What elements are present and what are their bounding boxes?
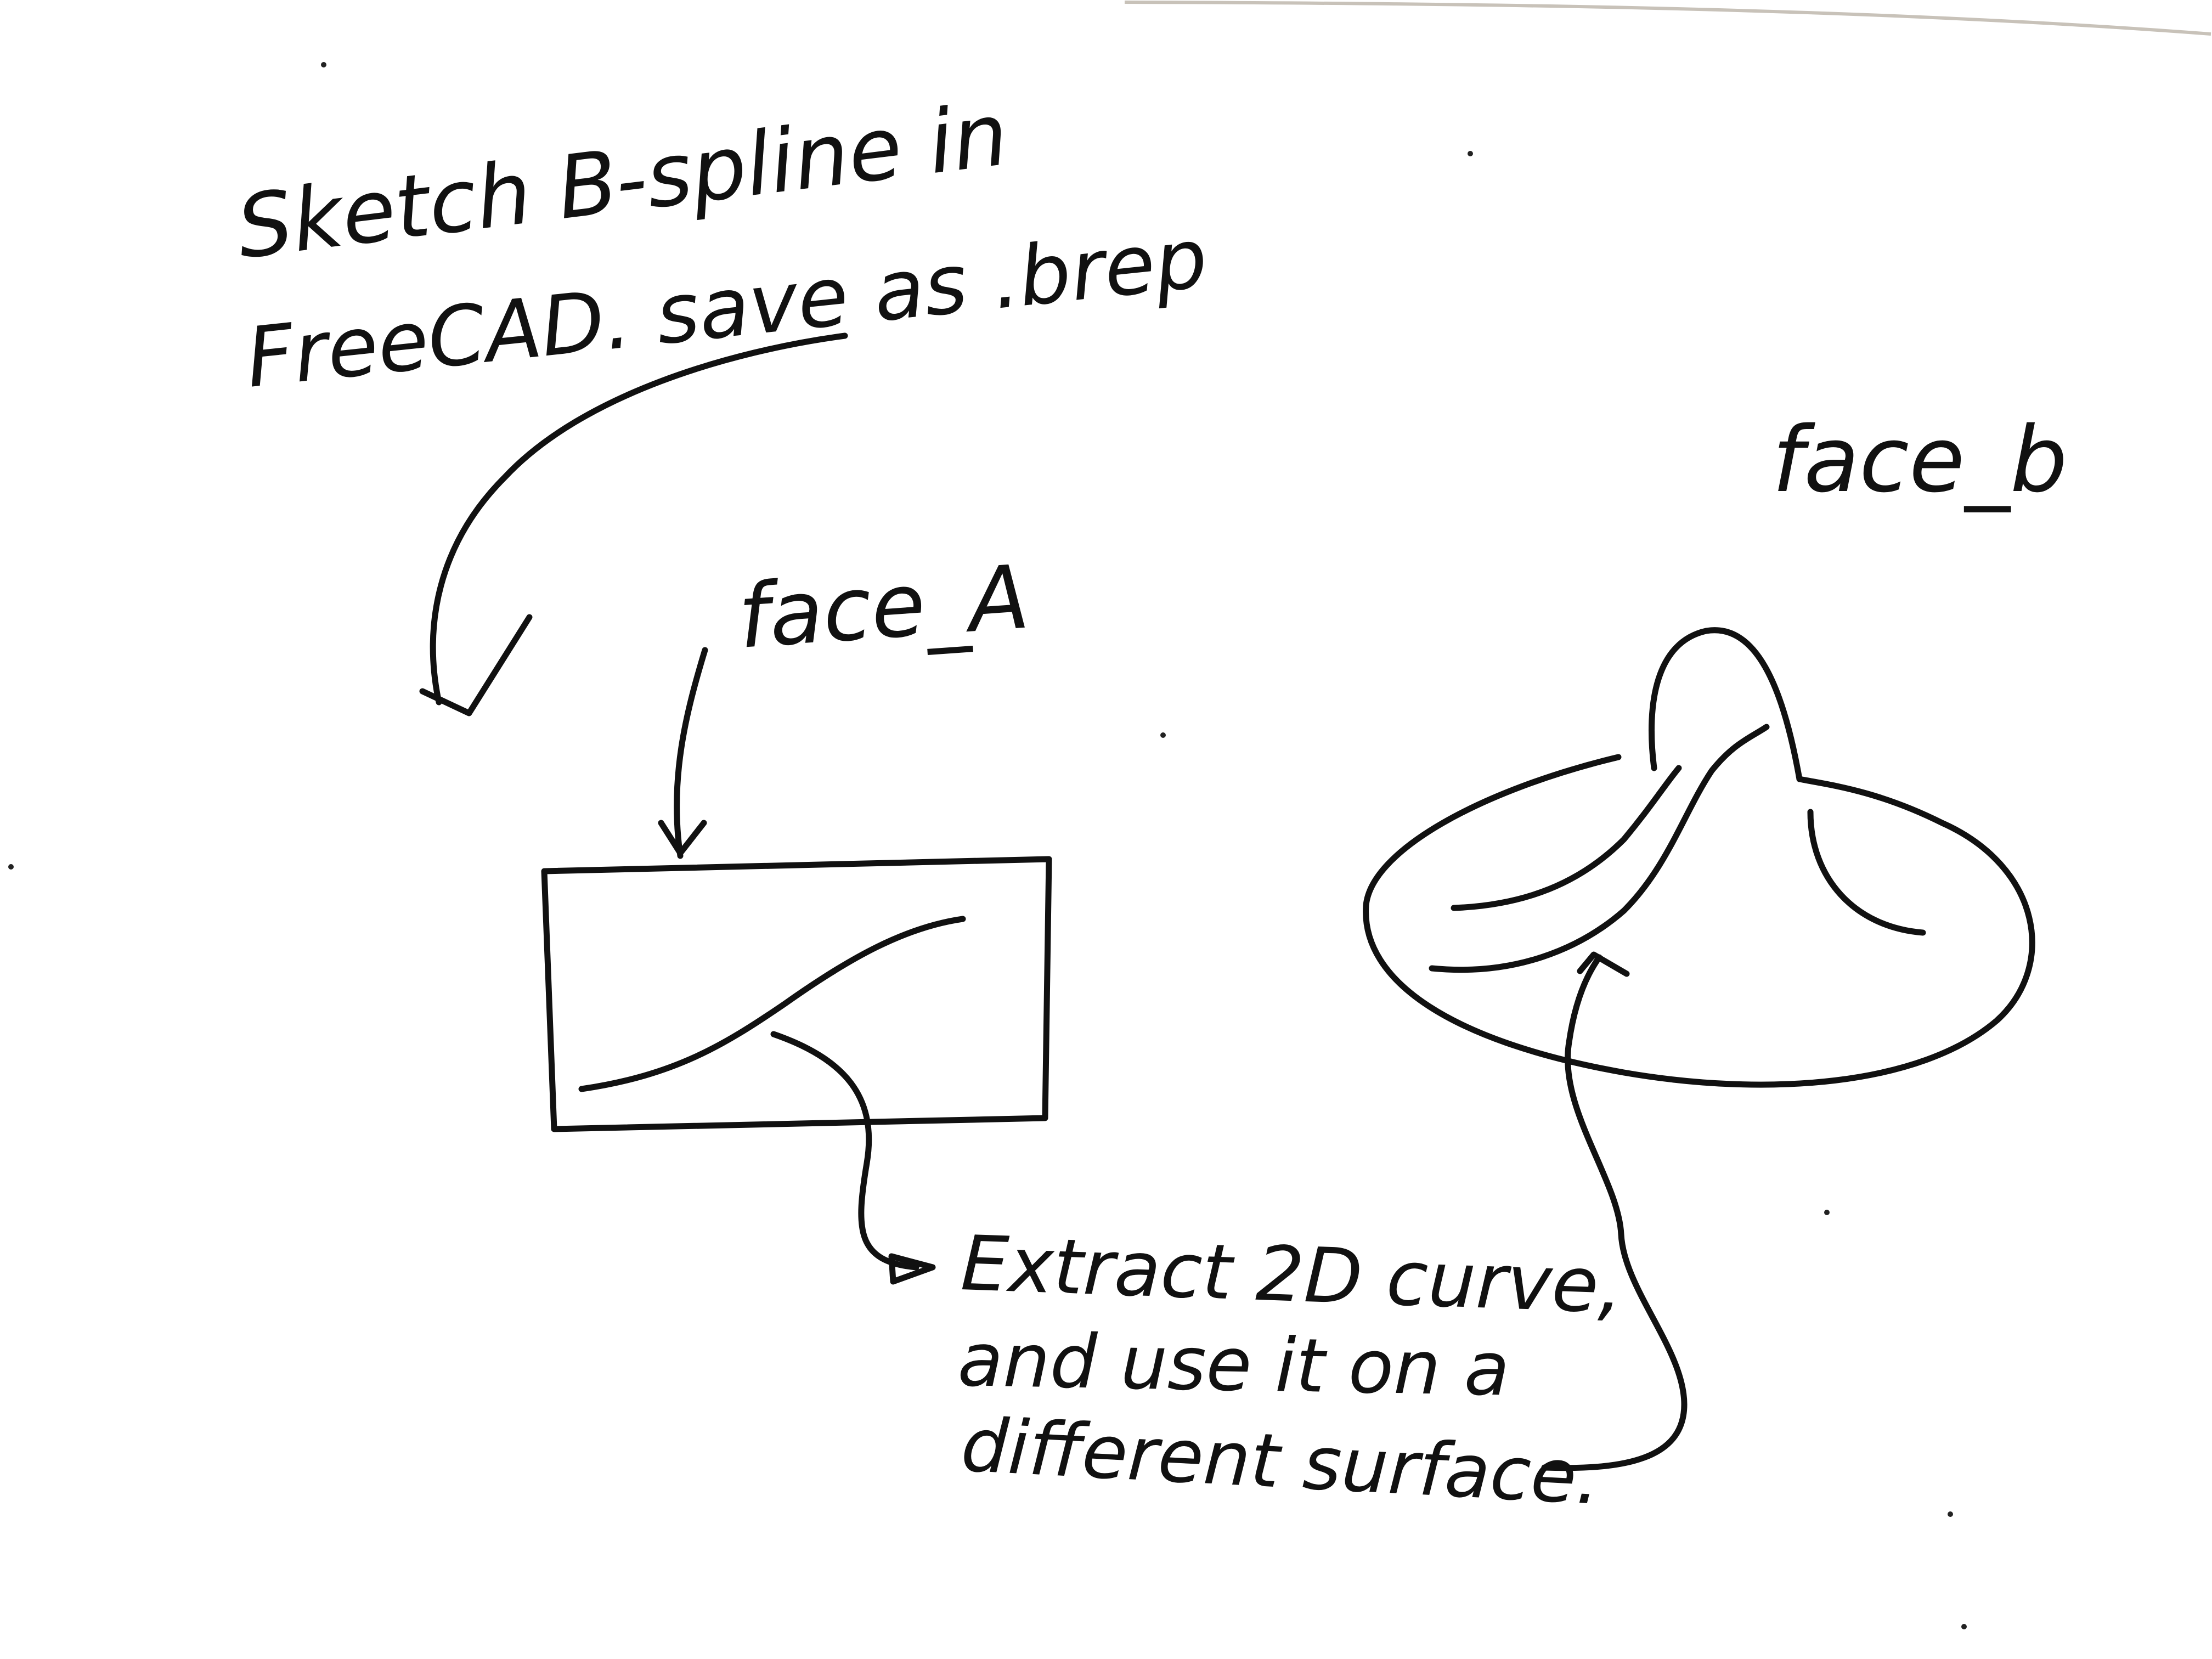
label-face-b: face_b [1772,407,2068,512]
speck [8,864,14,870]
arrow-note-to-rectangle [430,332,848,706]
arrow-note-to-face-b [1541,954,1688,1471]
note-bottom-line3: different surface. [959,1402,1602,1521]
arrowhead-note [888,1253,936,1285]
arrowhead-left [419,614,533,716]
face-b-inner-left [1451,765,1682,911]
note-bottom-line2: and use it on a [957,1317,1510,1413]
face-b-inner-right [1807,809,1926,936]
arrowhead-face-a [658,820,707,856]
note-bottom-line1: Extract 2D curve, [960,1219,1624,1330]
speck [1961,1624,1967,1629]
arrowhead-face-b [1577,951,1630,977]
paper-edge [1124,1,2211,36]
speck [1160,732,1166,738]
speck [1824,1210,1830,1215]
face-a-rectangle [541,856,1052,1132]
speck [1468,151,1473,156]
face-b-peak [1649,627,1803,782]
face-b-surface-outline [1363,754,2035,1088]
face-a-bspline-curve [578,916,966,1092]
label-face-a: face_A [735,545,1032,668]
speck [321,62,326,67]
speck [1948,1511,1953,1517]
face-b-mapped-curve [1429,724,1770,973]
arrow-face-a-to-rectangle [674,647,708,859]
arrow-curve-to-note [770,1031,919,1271]
